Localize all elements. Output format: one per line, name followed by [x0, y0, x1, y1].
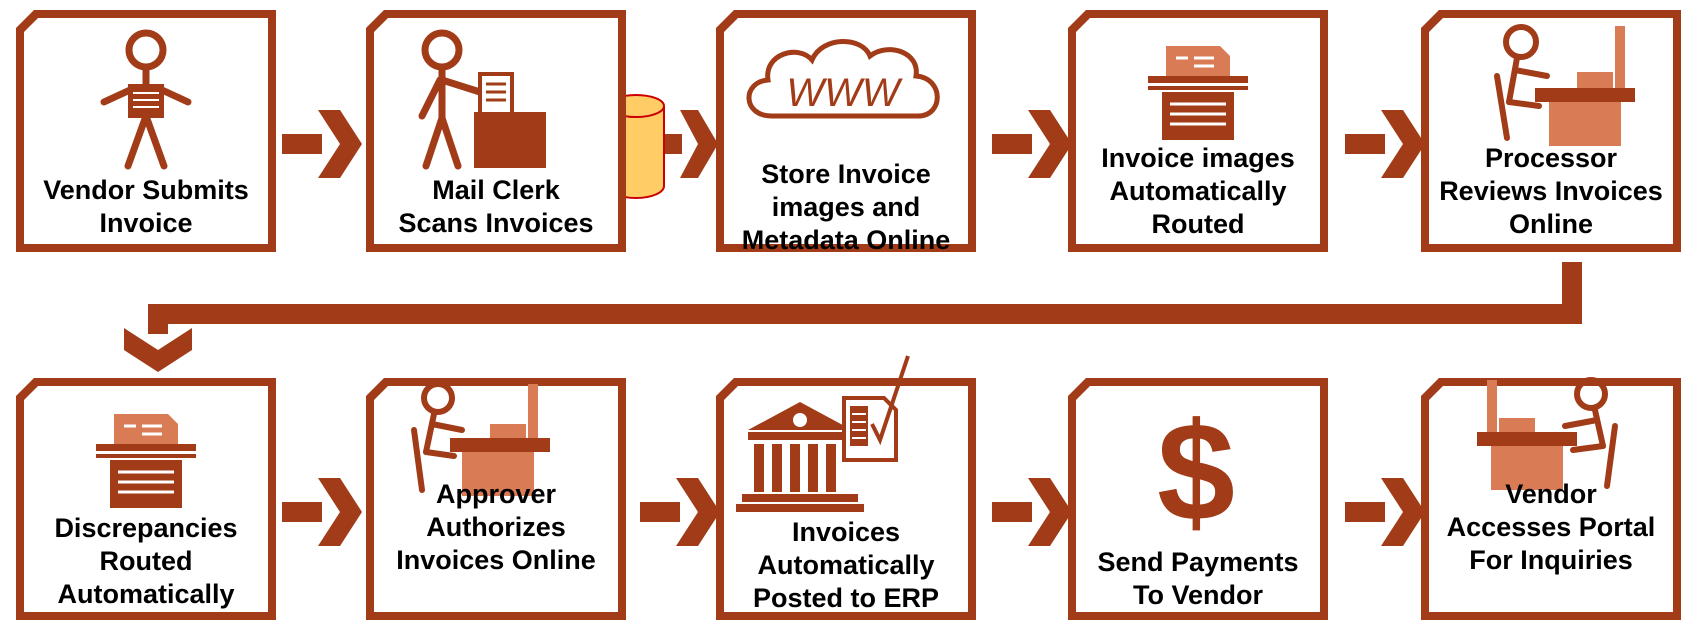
person-at-desk-icon [1494, 24, 1635, 146]
arrow-5-6-wraparound [124, 262, 1582, 372]
step-card-store-online: WWW Store Invoice images and Metadata On… [712, 6, 980, 256]
person-at-desk-icon [411, 381, 550, 496]
step-label: Discrepancies Routed Automatically [54, 513, 238, 609]
card-frame [16, 10, 276, 252]
arrow-8-9 [992, 478, 1072, 546]
step-card-mail-clerk: Mail Clerk Scans Invoices [362, 6, 630, 256]
step-card-discrepancies: Discrepancies Routed Automatically [12, 374, 280, 624]
step-card-processor-reviews: Processor Reviews Invoices Online [1417, 6, 1685, 256]
bank-document-check-icon [736, 355, 910, 512]
step-label: Invoice images Automatically Routed [1101, 143, 1295, 239]
arrow-9-10 [1345, 478, 1425, 546]
card-frame [1068, 378, 1328, 620]
dollar-sign-icon: $ [1157, 393, 1235, 544]
person-at-desk-icon [1477, 377, 1618, 490]
document-tray-icon [96, 414, 196, 508]
arrow-6-7 [282, 478, 362, 546]
www-text: WWW [786, 71, 903, 115]
step-card-approver: Approver Authorizes Invoices Online [362, 374, 630, 624]
arrow-2-3 [660, 110, 718, 178]
document-tray-icon [1148, 46, 1248, 140]
step-card-vendor-portal: Vendor Accesses Portal For Inquiries [1417, 374, 1685, 624]
www-cloud-icon: WWW [746, 39, 940, 119]
arrow-4-5 [1345, 110, 1425, 178]
step-label: Send Payments To Vendor [1097, 547, 1299, 610]
arrow-3-4 [992, 110, 1072, 178]
step-label: Vendor Accesses Portal For Inquiries [1446, 479, 1656, 575]
svg-text:$: $ [1157, 393, 1235, 544]
person-holding-invoice-icon [100, 29, 192, 170]
arrow-7-8 [640, 478, 720, 546]
step-label: Approver Authorizes Invoices Online [396, 479, 596, 575]
step-label: Vendor Submits Invoice [43, 175, 249, 238]
step-card-routed: Invoice images Automatically Routed [1064, 6, 1332, 256]
step-card-posted-erp: Invoices Automatically Posted to ERP [712, 355, 980, 624]
step-label: Invoices Automatically Posted to ERP [752, 517, 940, 613]
arrow-1-2 [282, 110, 362, 178]
step-label: Mail Clerk Scans Invoices [398, 175, 594, 238]
clerk-scanner-icon [418, 29, 546, 170]
step-label: Store Invoice images and Metadata Online [741, 159, 951, 255]
step-label: Processor Reviews Invoices Online [1439, 143, 1663, 239]
step-card-vendor-submits: Vendor Submits Invoice [12, 6, 280, 256]
step-card-send-payments: $ Send Payments To Vendor [1064, 374, 1332, 624]
